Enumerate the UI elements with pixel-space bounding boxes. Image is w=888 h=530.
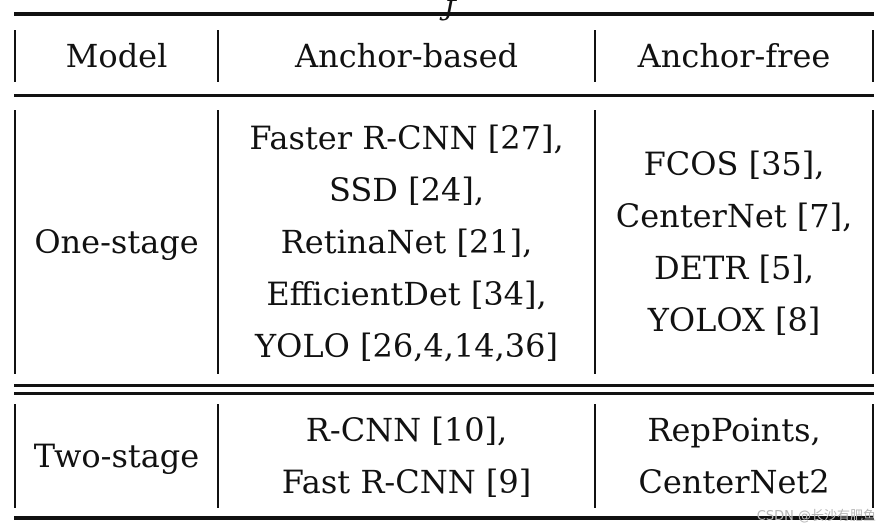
header-model-text: Model bbox=[65, 37, 168, 75]
row-one-stage-anchor-free: FCOS [35], CenterNet [7], DETR [5], YOLO… bbox=[596, 110, 872, 374]
section-rule-upper bbox=[14, 384, 874, 387]
method-entry: YOLOX [8] bbox=[647, 301, 821, 339]
method-entry: DETR [5], bbox=[653, 249, 815, 287]
header-anchor-free-text: Anchor-free bbox=[637, 37, 831, 75]
row1-vrule-left bbox=[14, 110, 16, 374]
row2-vrule-1 bbox=[217, 404, 219, 508]
row2-vrule-right bbox=[872, 404, 874, 508]
method-entry: FCOS [35], bbox=[643, 145, 825, 183]
method-entry: RetinaNet [21], bbox=[280, 223, 533, 261]
row1-vrule-right bbox=[872, 110, 874, 374]
method-entry: Faster R-CNN [27], bbox=[249, 119, 564, 157]
clipped-caption-fragment: ƒ bbox=[445, 0, 456, 23]
method-entry: CenterNet [7], bbox=[615, 197, 853, 235]
row-one-stage-anchor-based: Faster R-CNN [27], SSD [24], RetinaNet [… bbox=[219, 110, 594, 374]
row-two-stage-model: Two-stage bbox=[16, 404, 217, 508]
header-vrule-right bbox=[872, 30, 874, 82]
row2-vrule-2 bbox=[594, 404, 596, 508]
header-anchor-based-text: Anchor-based bbox=[294, 37, 519, 75]
header-vrule-left bbox=[14, 30, 16, 82]
row1-vrule-2 bbox=[594, 110, 596, 374]
method-entry: R-CNN [10], bbox=[305, 411, 508, 449]
header-vrule-1 bbox=[217, 30, 219, 82]
header-model: Model bbox=[16, 30, 217, 82]
method-entry: YOLO [26,4,14,36] bbox=[254, 327, 558, 365]
method-entry: RepPoints, bbox=[647, 411, 821, 449]
method-entry: Fast R-CNN [9] bbox=[281, 463, 532, 501]
header-rule bbox=[14, 94, 874, 97]
model-name: Two-stage bbox=[33, 437, 200, 475]
header-anchor-based: Anchor-based bbox=[219, 30, 594, 82]
method-entry: SSD [24], bbox=[329, 171, 484, 209]
header-anchor-free: Anchor-free bbox=[596, 30, 872, 82]
method-entry: CenterNet2 bbox=[638, 463, 830, 501]
csdn-watermark: CSDN @长沙有肥鱼 bbox=[756, 509, 876, 524]
row-one-stage-model: One-stage bbox=[16, 110, 217, 374]
method-entry: EfficientDet [34], bbox=[266, 275, 547, 313]
bottom-rule bbox=[14, 516, 874, 520]
row-two-stage-anchor-based: R-CNN [10], Fast R-CNN [9] bbox=[219, 404, 594, 508]
section-rule-lower bbox=[14, 392, 874, 395]
top-rule bbox=[14, 12, 874, 16]
header-vrule-2 bbox=[594, 30, 596, 82]
model-name: One-stage bbox=[34, 223, 199, 261]
row-two-stage-anchor-free: RepPoints, CenterNet2 bbox=[596, 404, 872, 508]
row1-vrule-1 bbox=[217, 110, 219, 374]
row2-vrule-left bbox=[14, 404, 16, 508]
